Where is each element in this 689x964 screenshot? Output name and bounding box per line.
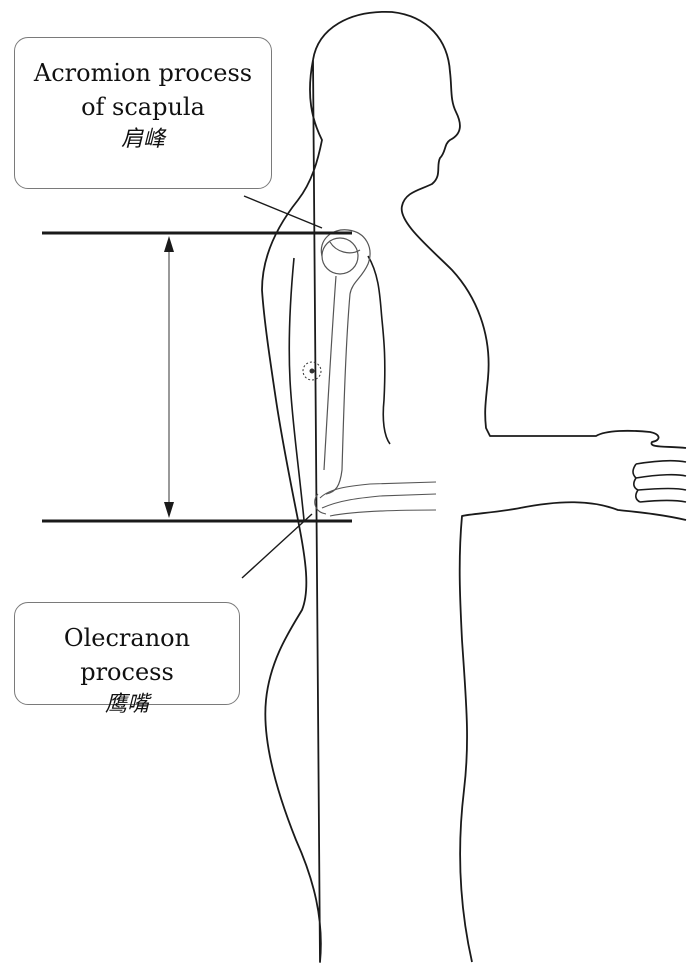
acromion-leader-line: [244, 196, 322, 228]
arm-inner-outline: [289, 258, 304, 520]
hand-fingers: [633, 461, 686, 502]
olecranon-label-line1: Olecranon process: [15, 621, 239, 689]
reference-marker-center: [310, 369, 315, 374]
arrowhead-top: [164, 236, 174, 252]
olecranon-label-chinese: 鹰嘴: [15, 689, 239, 721]
olecranon-leader-line: [242, 514, 312, 578]
acromion-label-line1: Acromion process: [15, 56, 271, 90]
body-silhouette: [262, 12, 686, 962]
acromion-label-line2: of scapula: [15, 90, 271, 124]
acromion-callout: Acromion process of scapula 肩峰: [14, 37, 272, 189]
olecranon-callout: Olecranon process 鹰嘴: [14, 602, 240, 705]
forearm-bones: [315, 482, 436, 516]
humeral-head: [322, 238, 358, 274]
arrowhead-bottom: [164, 502, 174, 518]
arm-front-outline: [368, 256, 390, 444]
acromion-label-chinese: 肩峰: [15, 124, 271, 156]
